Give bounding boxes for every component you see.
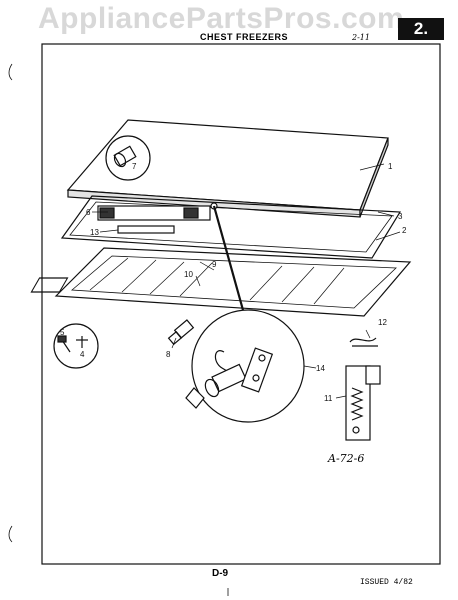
- callout-8: 8: [166, 350, 171, 359]
- latch-assembly: [345, 365, 381, 441]
- callout-3: 3: [398, 212, 403, 221]
- callout-4: 4: [80, 350, 85, 359]
- callout-7: 7: [132, 162, 137, 171]
- hinge-bracket: [30, 277, 69, 293]
- issued-date: ISSUED 4/82: [360, 578, 413, 587]
- callout-14: 14: [316, 364, 325, 373]
- page-code: 2-11: [352, 33, 370, 42]
- drain-plug: [167, 319, 195, 346]
- callout-9: 9: [212, 260, 217, 269]
- lid: [66, 119, 389, 218]
- page-title: CHEST FREEZERS: [200, 32, 289, 42]
- leader-lines: [92, 163, 401, 399]
- callout-11: 11: [324, 394, 333, 403]
- lock-assembly-detail: [185, 309, 305, 423]
- callout-12: 12: [378, 318, 387, 327]
- callout-1: 1: [388, 162, 393, 171]
- subassembly-code: A-72-6: [328, 452, 365, 465]
- screw-detail: [53, 323, 99, 369]
- section-tab: 2.: [398, 18, 444, 40]
- callout-10: 10: [184, 270, 193, 279]
- callout-5: 5: [60, 328, 65, 337]
- watermark: AppliancePartsPros.com: [38, 2, 405, 35]
- name-plate: [117, 225, 175, 234]
- callout-13: 13: [90, 228, 99, 237]
- binder-mark: [8, 525, 13, 543]
- page-frame: [41, 43, 441, 565]
- callout-2: 2: [402, 226, 407, 235]
- callout-6: 6: [86, 208, 91, 217]
- lock-cylinder-detail: [105, 135, 151, 181]
- gasket: [60, 195, 402, 259]
- latch-spring: [349, 337, 378, 347]
- lock-axis-line: [212, 205, 250, 329]
- binder-mark: [8, 63, 13, 81]
- page-id: D-9: [212, 568, 229, 579]
- cabinet-top-frame: [54, 247, 412, 317]
- lid-liner-vent: [97, 202, 218, 221]
